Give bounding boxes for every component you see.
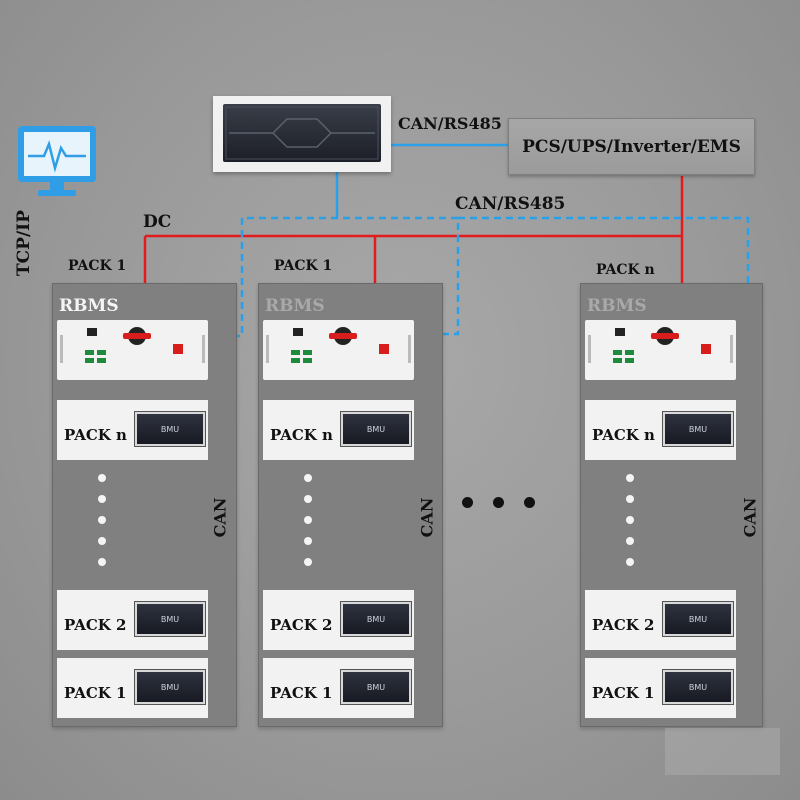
pack-label: PACK 2: [64, 616, 127, 634]
bmu-module: BMU: [340, 411, 412, 447]
bmu-module: BMU: [340, 601, 412, 637]
rbms-panel: [588, 327, 733, 363]
pack-label: PACK n: [270, 426, 333, 444]
bmu-module: BMU: [134, 669, 206, 705]
ellipsis-dot: [304, 495, 312, 503]
rbms-panel: [266, 327, 411, 363]
pack-row: PACK 2 BMU: [263, 590, 414, 650]
pack-label: PACK 1: [64, 684, 127, 702]
can-vertical-label: CAN: [210, 497, 230, 538]
bmu-module: BMU: [134, 601, 206, 637]
battery-cabinet-n: RBMS PACK n BMU PACK 2: [580, 283, 763, 727]
bmu-module: BMU: [134, 411, 206, 447]
pack-label: PACK 2: [592, 616, 655, 634]
rbms-panel: [60, 327, 205, 363]
column-3-header: PACK n: [596, 262, 655, 278]
rbms-unit: [57, 320, 208, 380]
ellipsis-dot: [98, 474, 106, 482]
ellipsis-dot: [98, 537, 106, 545]
ellipsis-dot: [524, 497, 535, 508]
rbms-unit: [263, 320, 414, 380]
can-vertical-label: CAN: [740, 497, 760, 538]
ellipsis-dot: [626, 516, 634, 524]
rbms-title: RBMS: [265, 296, 325, 316]
pack-row: PACK n BMU: [57, 400, 208, 460]
pack-row: PACK n BMU: [585, 400, 736, 460]
rbms-unit: [585, 320, 736, 380]
ellipsis-dot: [98, 516, 106, 524]
column-1-header: PACK 1: [68, 258, 127, 274]
pack-row: PACK 1 BMU: [57, 658, 208, 718]
ellipsis-dot: [304, 537, 312, 545]
can-rs485-top-label: CAN/RS485: [398, 114, 502, 133]
pack-row: PACK 2 BMU: [57, 590, 208, 650]
bmu-module: BMU: [662, 669, 734, 705]
dc-label: DC: [143, 212, 172, 232]
ellipsis-dot: [493, 497, 504, 508]
bmu-module: BMU: [662, 411, 734, 447]
can-vertical-label: CAN: [417, 497, 437, 538]
ellipsis-dot: [98, 558, 106, 566]
controller-front-panel: [223, 104, 381, 162]
ellipsis-dot: [98, 495, 106, 503]
pcs-ups-inverter-ems-box: PCS/UPS/Inverter/EMS: [508, 118, 755, 175]
pack-row: PACK 1 BMU: [263, 658, 414, 718]
pack-label: PACK 1: [592, 684, 655, 702]
monitor-pulse-icon: [16, 124, 98, 200]
rbms-title: RBMS: [587, 296, 647, 316]
pack-row: PACK 2 BMU: [585, 590, 736, 650]
dc-bus: [143, 176, 684, 283]
battery-controller-device: [213, 96, 391, 172]
pack-row: PACK n BMU: [263, 400, 414, 460]
battery-cabinet-2: RBMS PACK n BMU PACK 2: [258, 283, 443, 727]
ems-box-label: PCS/UPS/Inverter/EMS: [522, 136, 741, 157]
pack-label: PACK n: [64, 426, 127, 444]
bmu-module: BMU: [662, 601, 734, 637]
rbms-title: RBMS: [59, 296, 119, 316]
can-bus-solid: [335, 143, 508, 218]
bmu-module: BMU: [340, 669, 412, 705]
ellipsis-dot: [304, 474, 312, 482]
pack-row: PACK 1 BMU: [585, 658, 736, 718]
ellipsis-dot: [304, 558, 312, 566]
ellipsis-dot: [626, 537, 634, 545]
ellipsis-dot: [626, 558, 634, 566]
tcp-ip-label: TCP/IP: [14, 210, 34, 276]
ellipsis-dot: [626, 495, 634, 503]
ellipsis-dot: [462, 497, 473, 508]
ellipsis-dot: [304, 516, 312, 524]
pack-label: PACK n: [592, 426, 655, 444]
pack-label: PACK 1: [270, 684, 333, 702]
pack-label: PACK 2: [270, 616, 333, 634]
column-2-header: PACK 1: [274, 258, 333, 274]
battery-cabinet-1: RBMS PACK n BMU PACK 2: [52, 283, 237, 727]
ellipsis-dot: [626, 474, 634, 482]
watermark-patch: [665, 728, 780, 775]
can-rs485-mid-label: CAN/RS485: [455, 194, 566, 214]
